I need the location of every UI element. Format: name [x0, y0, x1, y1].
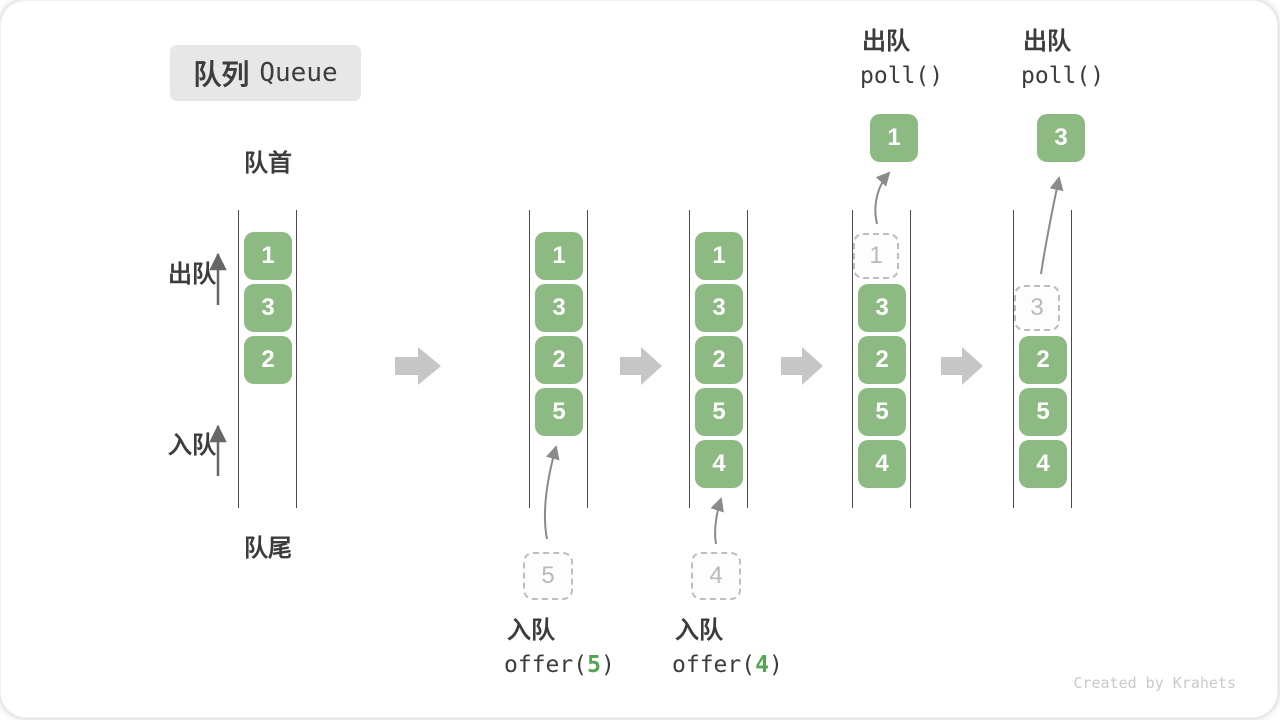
queue-walls-state1: [238, 210, 297, 508]
queue4-dequeued-box: 1: [870, 114, 918, 162]
queue4-item: 4: [858, 440, 906, 488]
queue4-item: 5: [858, 388, 906, 436]
queue3-item: 2: [695, 336, 743, 384]
queue5-item: 4: [1019, 440, 1067, 488]
queue3-item: 1: [695, 232, 743, 280]
dequeue-side-label: 出队: [168, 261, 216, 288]
queue-walls-state4: [852, 210, 911, 508]
queue1-item: 1: [244, 232, 292, 280]
queue3-item: 5: [695, 388, 743, 436]
queue4-removed-ghost-box: 1: [853, 233, 899, 279]
title-zh: 队列: [193, 59, 250, 90]
queue3-item: 3: [695, 284, 743, 332]
title-badge: 队列 Queue: [170, 45, 361, 101]
queue-front-label: 队首: [244, 150, 292, 177]
watermark: Created by Krahets: [1073, 674, 1236, 692]
queue3-item: 4: [695, 440, 743, 488]
queue3-incoming-ghost-box: 4: [691, 552, 741, 600]
state-transition-arrow-icon: [395, 347, 441, 385]
queue5-removed-ghost-box: 3: [1014, 285, 1060, 331]
queue5-item: 2: [1019, 336, 1067, 384]
queue4-item: 3: [858, 284, 906, 332]
state-transition-arrow-icon: [620, 347, 662, 385]
queue2-item: 5: [535, 388, 583, 436]
queue2-item: 3: [535, 284, 583, 332]
queue-rear-label: 队尾: [244, 535, 292, 562]
queue-walls-state2: [529, 210, 588, 508]
queue-walls-state5: [1013, 210, 1072, 508]
queue5-item: 5: [1019, 388, 1067, 436]
queue5-dequeued-box: 3: [1037, 114, 1085, 162]
queue2-item: 2: [535, 336, 583, 384]
enqueue-side-label: 入队: [168, 432, 216, 459]
queue1-item: 3: [244, 284, 292, 332]
state-transition-arrow-icon: [781, 347, 823, 385]
queue-walls-state3: [689, 210, 748, 508]
queue2-offer-code-label: offer(5): [504, 652, 615, 678]
queue4-item: 2: [858, 336, 906, 384]
title-en: Queue: [259, 58, 338, 88]
queue1-item: 2: [244, 336, 292, 384]
queue5-dequeue-label: 出队: [1023, 28, 1071, 55]
queue2-incoming-ghost-box: 5: [523, 552, 573, 600]
queue3-offer-code-label: offer(4): [672, 652, 783, 678]
state-transition-arrow-icon: [941, 347, 983, 385]
queue5-poll-code-label: poll(): [1021, 63, 1105, 89]
queue4-poll-code-label: poll(): [860, 63, 944, 89]
queue4-dequeue-label: 出队: [862, 28, 910, 55]
queue2-item: 1: [535, 232, 583, 280]
queue2-enqueue-label: 入队: [507, 617, 555, 644]
queue3-enqueue-label: 入队: [675, 617, 723, 644]
